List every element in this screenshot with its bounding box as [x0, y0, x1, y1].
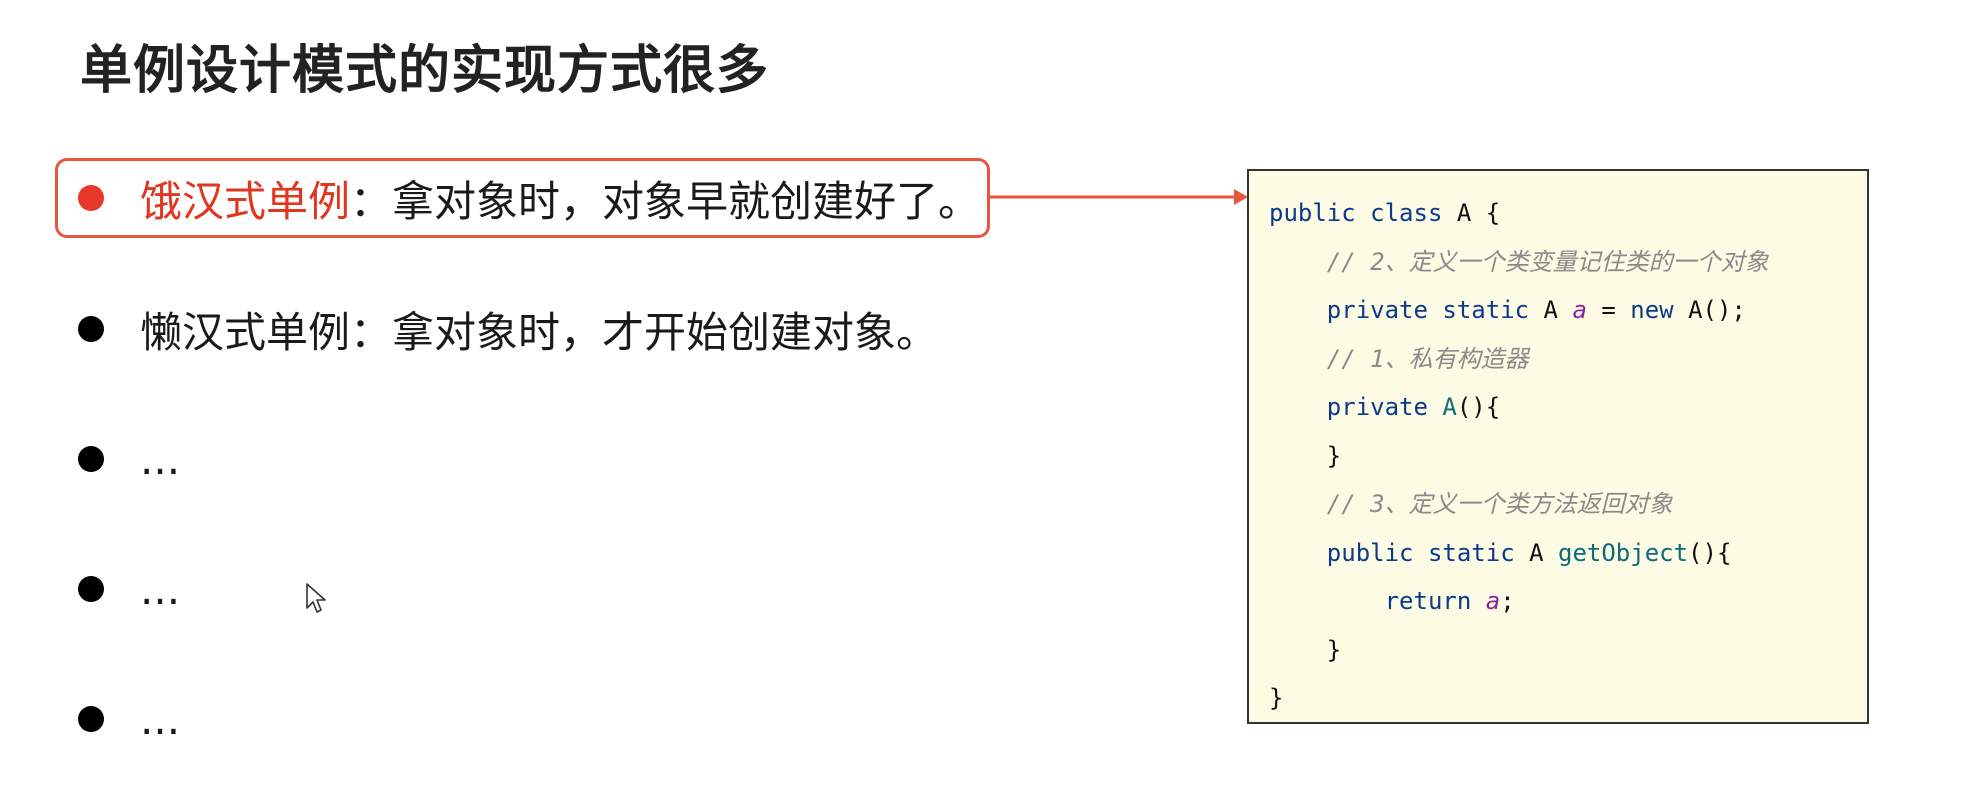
code-line: public static A getObject(){: [1326, 538, 1732, 567]
bullet-text: ：拿对象时，对象早就创建好了。: [350, 176, 981, 226]
code-line: private A(){: [1326, 393, 1501, 421]
code-line: }: [1326, 441, 1342, 470]
bullet-item: ...: [78, 554, 180, 624]
bullet-text: ...: [140, 434, 181, 484]
bullet-dot: [78, 706, 104, 732]
bullet-item: ...: [78, 684, 180, 754]
bullet-term: 懒汉式单例: [140, 307, 351, 357]
code-line: // 1、私有构造器: [1326, 344, 1529, 373]
slide-title: 单例设计模式的实现方式很多: [80, 41, 770, 101]
code-block: public class A { // 2、定义一个类变量记住类的一个对象 pr…: [1247, 169, 1869, 724]
bullet-item-eager: 饿汉式单例：拿对象时，对象早就创建好了。: [78, 163, 980, 233]
bullet-dot: [78, 185, 104, 211]
highlight-box: [55, 158, 990, 238]
code-line: // 3、定义一个类方法返回对象: [1326, 490, 1673, 518]
code-line: }: [1326, 635, 1342, 664]
code-line: // 2、定义一个类变量记住类的一个对象: [1326, 247, 1769, 276]
bullet-item-lazy: 懒汉式单例：拿对象时，才开始创建对象。: [78, 294, 938, 364]
code-line: public class A {: [1269, 199, 1501, 227]
code-line: }: [1269, 684, 1284, 712]
bullet-dot: [78, 576, 104, 602]
code-line: return a;: [1384, 587, 1515, 615]
mouse-cursor-icon: [306, 583, 326, 613]
connector-arrow: [990, 189, 1248, 205]
bullet-text: ：拿对象时，才开始创建对象。: [350, 307, 939, 357]
bullet-dot: [78, 446, 104, 472]
bullet-item: ...: [78, 424, 180, 494]
bullet-term: 饿汉式单例: [140, 176, 351, 226]
bullet-dot: [78, 316, 104, 342]
code-line: private static A a = new A();: [1326, 296, 1746, 324]
bullet-text: ...: [140, 694, 181, 744]
bullet-text: ...: [140, 564, 181, 614]
